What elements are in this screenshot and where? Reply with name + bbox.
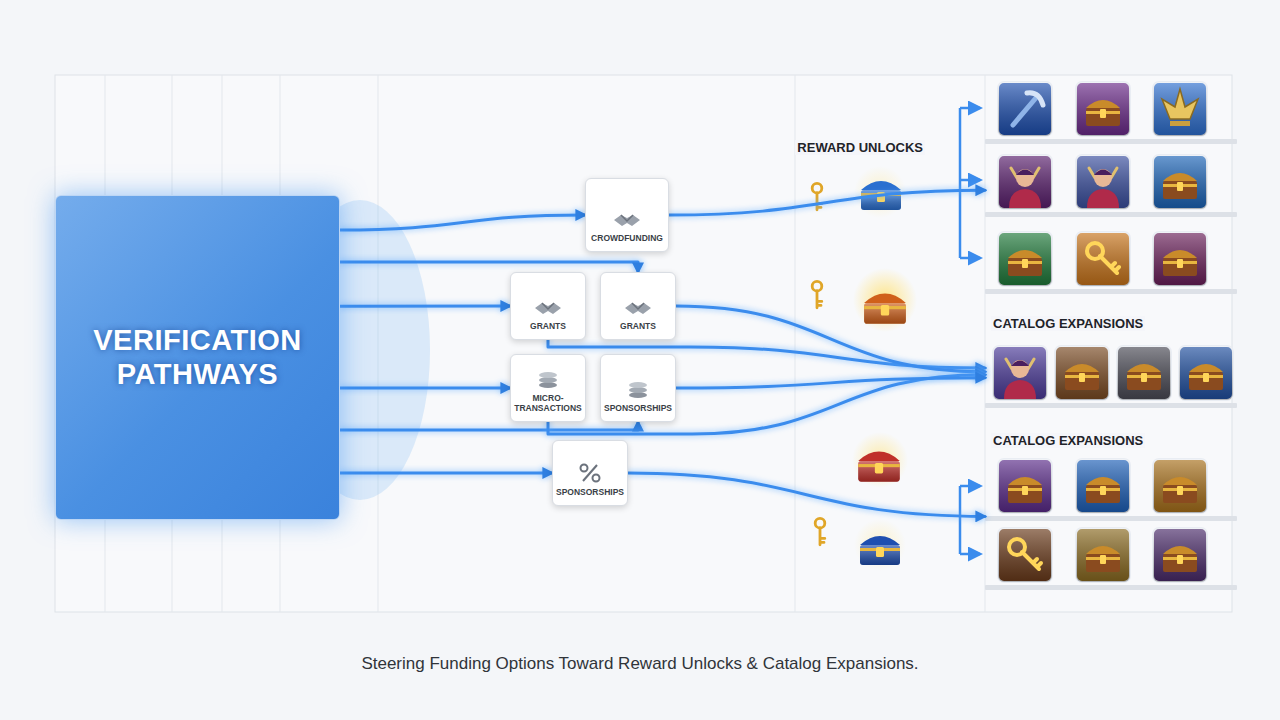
funding-icon — [533, 298, 563, 322]
flow-connector — [340, 471, 552, 474]
flow-connector — [676, 378, 985, 388]
shelf-group: CATALOG EXPANSIONS — [985, 335, 1237, 410]
flow-connector — [340, 387, 510, 390]
caption: Steering Funding Options Toward Reward U… — [0, 654, 1280, 674]
flow-connector — [340, 262, 638, 272]
flow-connector — [669, 190, 985, 215]
node-label: SPONSORSHIPS — [604, 404, 672, 414]
shelf-group: REWARD UNLOCKS — [985, 78, 1237, 298]
funding-box: SPONSORSHIPS — [552, 440, 628, 506]
funding-icon — [533, 368, 563, 394]
node-label: CROWDFUNDING — [589, 234, 665, 244]
shelf-heading: CATALOG EXPANSIONS — [991, 316, 1145, 331]
flow-connector — [340, 215, 585, 230]
source-box: VERIFICATION PATHWAYS — [55, 195, 340, 520]
flow-connector — [676, 306, 985, 372]
node-label: GRANTS — [514, 322, 582, 332]
funding-icon — [612, 210, 642, 234]
node-label: MICRO-TRANSACTIONS — [514, 394, 582, 414]
funding-box: SPONSORSHIPS — [600, 354, 676, 422]
funding-box: GRANTS — [600, 272, 676, 340]
flow-connector — [340, 305, 510, 308]
node-label: GRANTS — [604, 322, 672, 332]
funding-box: GRANTS — [510, 272, 586, 340]
shelf-heading: REWARD UNLOCKS — [795, 140, 925, 155]
flow-connector — [628, 473, 985, 516]
funding-box: MICRO-TRANSACTIONS — [510, 354, 586, 422]
funding-icon — [623, 378, 653, 404]
flow-connector — [340, 422, 638, 430]
node-label: SPONSORSHIPS — [556, 488, 624, 498]
shelf-group: CATALOG EXPANSIONS — [985, 452, 1237, 589]
funding-box: CROWDFUNDING — [585, 178, 669, 252]
funding-icon — [575, 462, 605, 488]
node-label: VERIFICATION PATHWAYS — [66, 324, 329, 391]
funding-icon — [623, 298, 653, 322]
shelf-heading: CATALOG EXPANSIONS — [991, 433, 1145, 448]
